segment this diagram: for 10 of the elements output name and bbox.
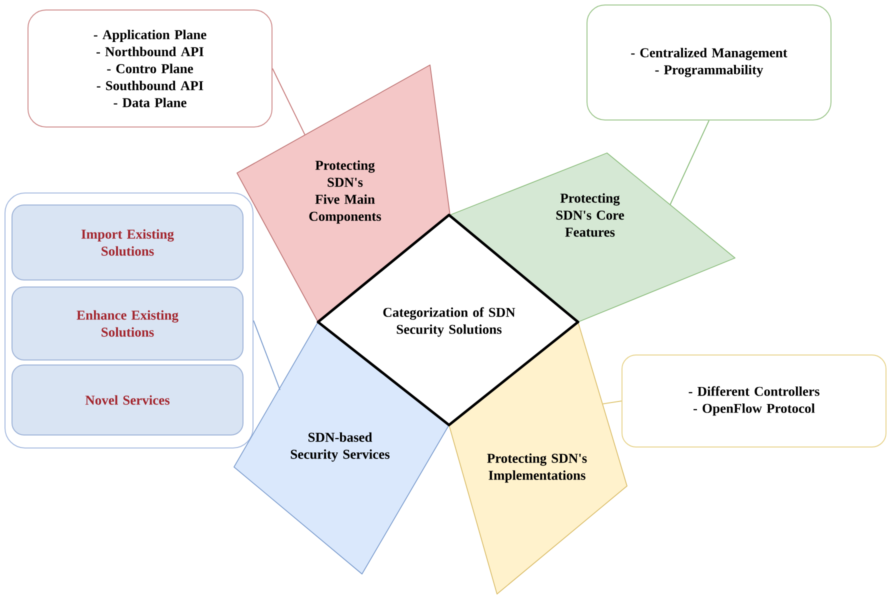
- callout-box: - Application Plane - Northbound API - Contro Plane - Southbound API - Data Plane: [28, 10, 272, 128]
- service-box: Enhance Existing Solutions: [12, 286, 244, 360]
- service-box: Import Existing Solutions: [12, 204, 244, 280]
- leader-line: [272, 68, 306, 136]
- leader-line: [670, 120, 710, 206]
- callout-box: - Different Controllers - OpenFlow Protocol: [622, 354, 886, 448]
- leader-line: [602, 400, 622, 404]
- service-box: Novel Services: [12, 364, 244, 436]
- callout-box: - Centralized Management - Programmability: [586, 4, 832, 120]
- leader-line: [253, 320, 280, 390]
